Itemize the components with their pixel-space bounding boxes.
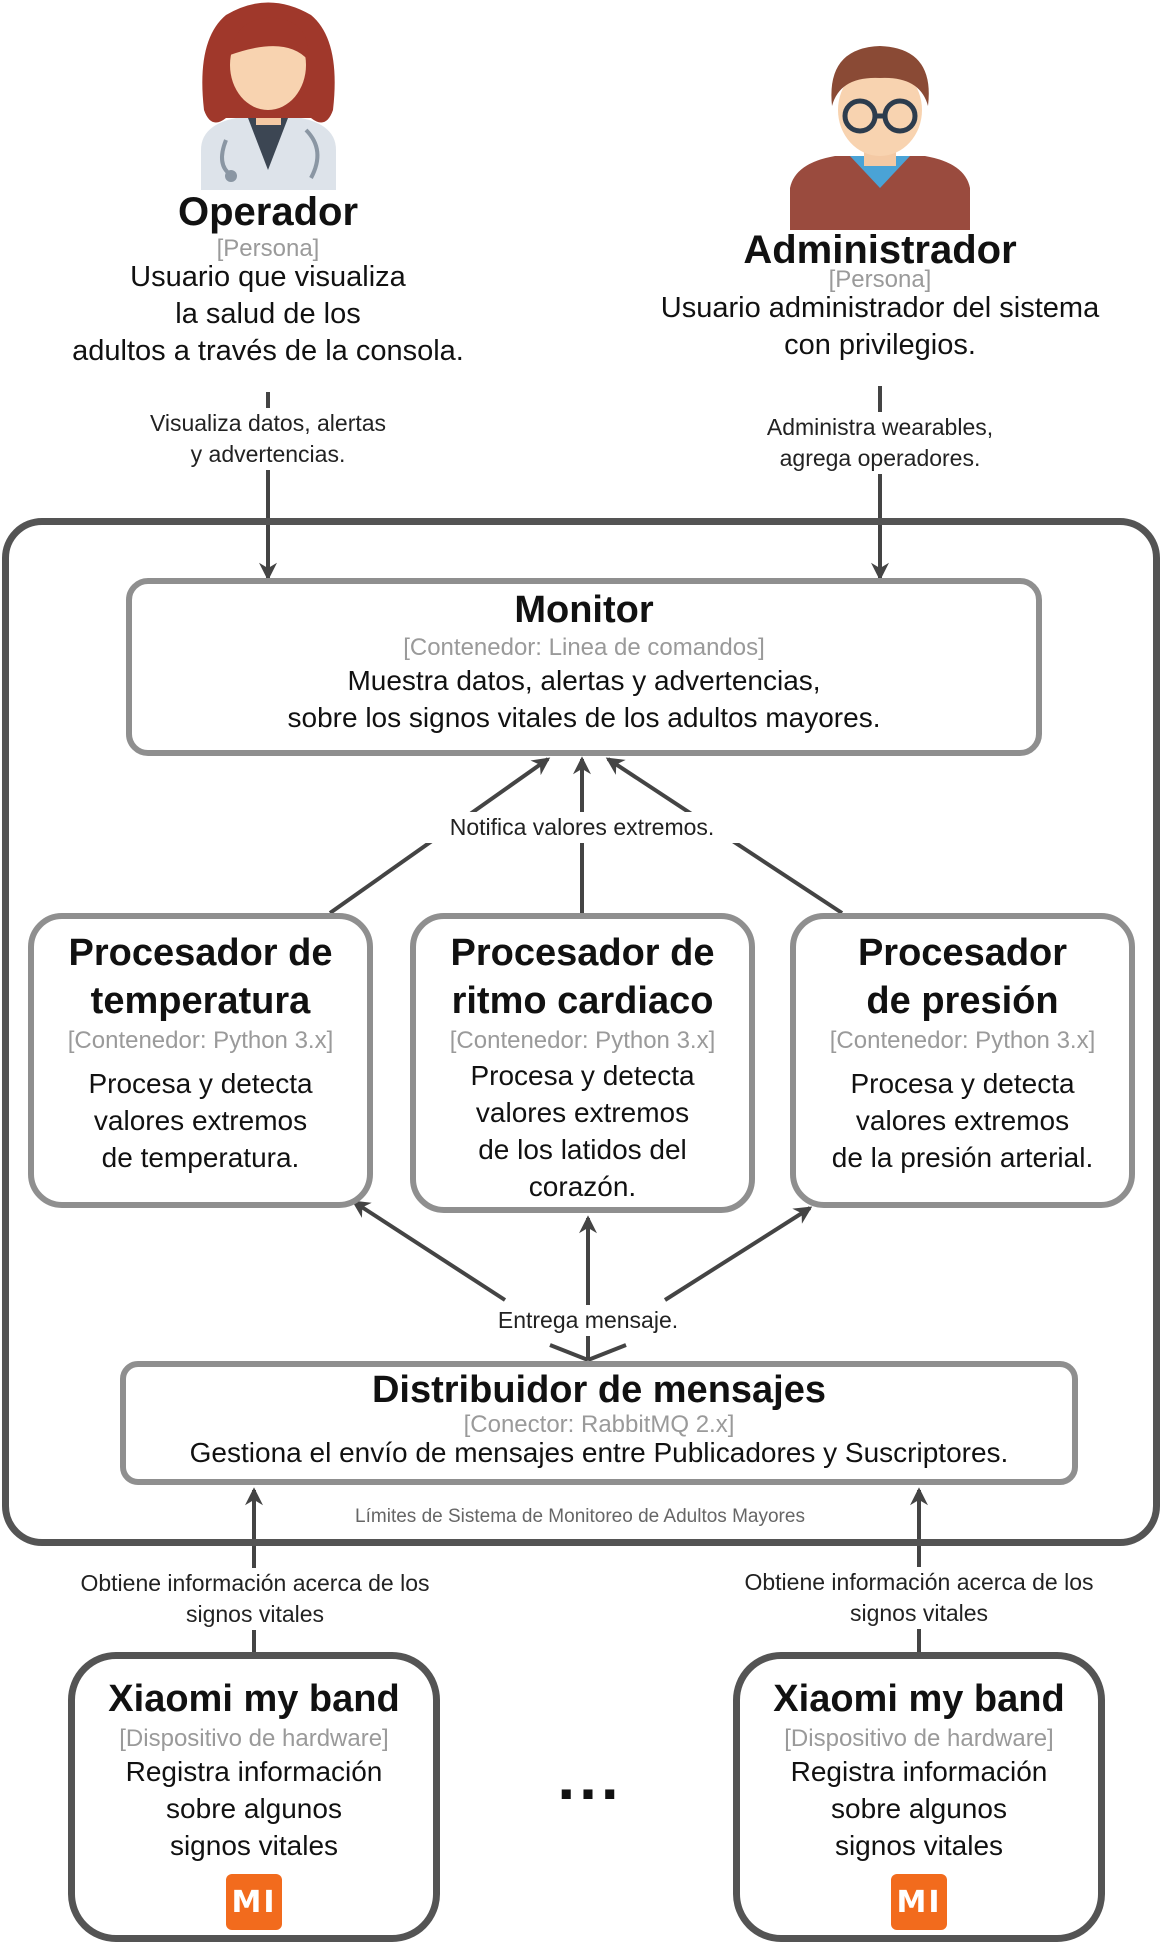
processor-tag: [Contenedor: Python 3.x] <box>67 1027 334 1054</box>
distribuidor-tag: [Conector: RabbitMQ 2.x] <box>463 1411 735 1438</box>
rel-entrega: Entrega mensaje. <box>470 1305 706 1336</box>
administrador-tag: [Persona] <box>828 266 932 293</box>
device-xiaomi-2: Xiaomi my band [Dispositivo de hardware]… <box>733 1652 1105 1942</box>
processor-tag: [Contenedor: Python 3.x] <box>449 1027 716 1054</box>
processor-presion: Procesador de presión [Contenedor: Pytho… <box>790 913 1135 1208</box>
processor-tag: [Contenedor: Python 3.x] <box>829 1027 1096 1054</box>
doctor-avatar-icon <box>201 2 336 190</box>
device-title: Xiaomi my band <box>108 1678 400 1720</box>
operador-tag: [Persona] <box>216 235 320 262</box>
ellipsis: ... <box>557 1741 623 1813</box>
device-tag: [Dispositivo de hardware] <box>784 1725 1054 1752</box>
arrow-dist-presion <box>663 1206 813 1302</box>
administrador-desc: Usuario administrador del sistema con pr… <box>660 292 1100 361</box>
processor-ritmo-cardiaco: Procesador de ritmo cardiaco [Contenedor… <box>410 913 755 1213</box>
processor-title: Procesador de presión <box>857 932 1068 1022</box>
administrador-name: Administrador <box>743 228 1017 272</box>
device-desc: Registra información sobre algunos signo… <box>790 1756 1048 1861</box>
xiaomi-logo-icon: MI <box>226 1874 282 1930</box>
admin-avatar-icon <box>790 46 970 230</box>
device-desc: Registra información sobre algunos signo… <box>125 1756 383 1861</box>
device-xiaomi-1: Xiaomi my band [Dispositivo de hardware]… <box>68 1652 440 1942</box>
processor-desc: Procesa y detecta valores extremos de lo… <box>470 1060 695 1202</box>
operador-name: Operador <box>177 190 359 234</box>
system-boundary <box>2 518 1160 1546</box>
distribuidor-desc: Gestiona el envío de mensajes entre Publ… <box>189 1437 1009 1468</box>
boundary-label: Límites de Sistema de Monitoreo de Adult… <box>355 1506 805 1527</box>
processor-desc: Procesa y detecta valores extremos de la… <box>831 1068 1094 1173</box>
administrador-avatar <box>790 38 970 230</box>
xiaomi-logo-icon: MI <box>891 1874 947 1930</box>
rel-obtiene-left: Obtiene información acerca de los signos… <box>40 1568 470 1630</box>
monitor-tag: [Contenedor: Linea de comandos] <box>403 634 765 661</box>
monitor-title: Monitor <box>514 589 654 631</box>
rel-operador-monitor: Visualiza datos, alertas y advertencias. <box>120 408 416 470</box>
arrow-dist-temp <box>351 1200 507 1302</box>
monitor-container: Monitor [Contenedor: Linea de comandos] … <box>126 578 1042 756</box>
device-tag: [Dispositivo de hardware] <box>119 1725 389 1752</box>
device-title: Xiaomi my band <box>773 1678 1065 1720</box>
monitor-desc: Muestra datos, alertas y advertencias, s… <box>287 665 881 733</box>
rel-notifica: Notifica valores extremos. <box>420 812 744 843</box>
processor-desc: Procesa y detecta valores extremos de te… <box>88 1068 313 1173</box>
distribuidor-title: Distribuidor de mensajes <box>371 1369 826 1411</box>
operador-desc: Usuario que visualiza la salud de los ad… <box>72 261 464 367</box>
processor-temperatura: Procesador de temperatura [Contenedor: P… <box>28 913 373 1208</box>
distribuidor-container: Distribuidor de mensajes [Conector: Rabb… <box>120 1361 1078 1485</box>
operador-avatar <box>186 0 351 190</box>
rel-obtiene-right: Obtiene información acerca de los signos… <box>704 1567 1134 1629</box>
rel-admin-monitor: Administra wearables, agrega operadores. <box>730 412 1030 474</box>
processor-title: Procesador de ritmo cardiaco <box>450 932 715 1022</box>
processor-title: Procesador de temperatura <box>68 932 333 1022</box>
